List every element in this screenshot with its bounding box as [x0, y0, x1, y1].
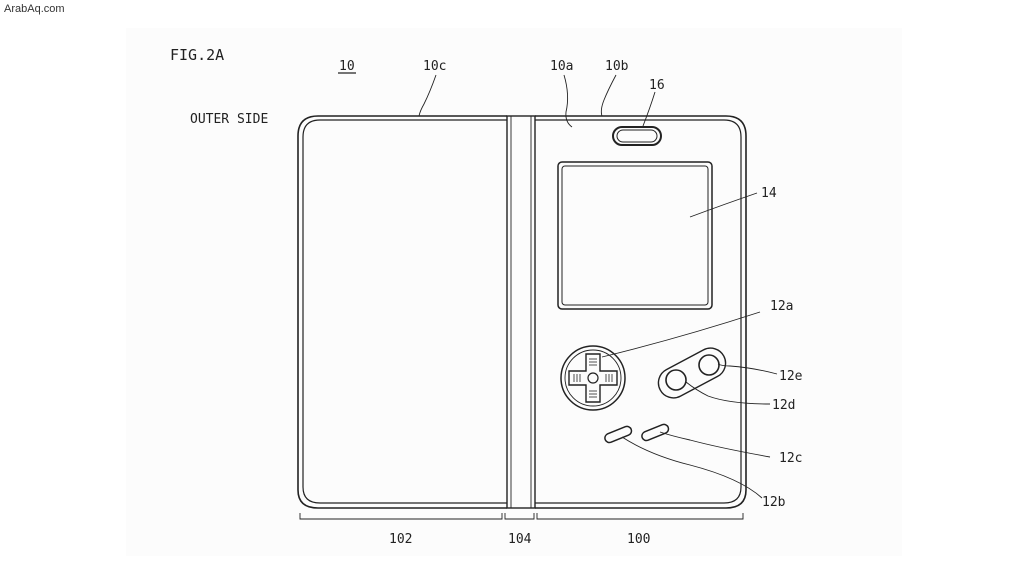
ref-12c: 12c: [779, 451, 802, 466]
hinge-104: [506, 115, 536, 509]
ref-16: 16: [649, 78, 665, 93]
camera-16-inner: [616, 129, 658, 143]
device-ref-label: 10: [339, 59, 355, 74]
ref-12a: 12a: [770, 299, 793, 314]
ref-14: 14: [761, 186, 777, 201]
ref-100: 100: [627, 532, 650, 547]
ref-10b: 10b: [605, 59, 629, 74]
display-14-inner: [561, 165, 709, 306]
dpad-12a: [560, 345, 626, 411]
left-panel-102-inner: [302, 119, 507, 504]
ref-102: 102: [389, 532, 412, 547]
ref-104: 104: [508, 532, 532, 547]
leader-lines: [418, 74, 778, 499]
action-buttons-12d-12e: [657, 347, 727, 399]
left-panel-102: [297, 115, 507, 509]
ref-12e: 12e: [779, 369, 803, 384]
button-12d: [665, 369, 687, 391]
site-watermark: ArabAq.com: [4, 3, 65, 15]
ref-12b: 12b: [762, 495, 786, 510]
bottom-brackets: [299, 513, 744, 520]
ref-10a: 10a: [550, 59, 573, 74]
figure-label: FIG.2A: [170, 46, 224, 64]
right-panel-100-inner: [535, 119, 742, 504]
start-button-12c: [641, 423, 670, 442]
right-panel-100: [535, 115, 747, 509]
ref-12d: 12d: [772, 398, 795, 413]
camera-16: [612, 126, 662, 146]
outer-side-label: OUTER SIDE: [190, 112, 268, 127]
ref-10c: 10c: [423, 59, 446, 74]
display-14: [557, 161, 713, 310]
select-button-12b: [604, 425, 633, 444]
button-12e: [698, 354, 720, 376]
